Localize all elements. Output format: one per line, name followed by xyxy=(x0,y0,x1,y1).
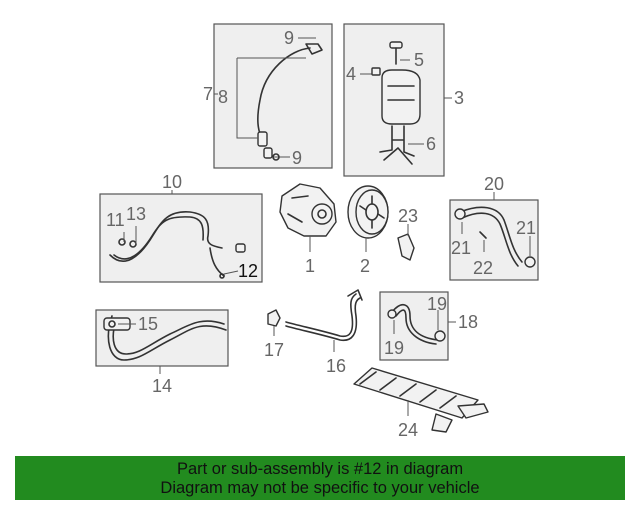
callout-3: 3 xyxy=(454,88,464,108)
callout-14: 14 xyxy=(152,376,172,396)
callout-19-bottom: 19 xyxy=(384,338,404,358)
group-box-reservoir-3 xyxy=(343,23,445,177)
banner-line-2: Diagram may not be specific to your vehi… xyxy=(160,479,480,497)
info-banner: Part or sub-assembly is #12 in diagram D… xyxy=(15,456,625,500)
callout-8: 8 xyxy=(218,87,228,107)
callout-17: 17 xyxy=(264,340,284,360)
callout-21-left: 21 xyxy=(451,238,471,258)
callout-10: 10 xyxy=(162,172,182,192)
callout-22: 22 xyxy=(473,258,493,278)
parts-diagram: 7 8 9 9 4 5 6 3 10 11 13 12 xyxy=(95,23,539,440)
callout-13: 13 xyxy=(126,204,146,224)
callout-11: 11 xyxy=(106,210,125,230)
group-box-line-10 xyxy=(99,193,263,283)
part-fitting-17 xyxy=(267,309,281,336)
callout-7: 7 xyxy=(203,84,213,104)
callout-18: 18 xyxy=(458,312,478,332)
group-box-hose-18 xyxy=(379,291,449,361)
part-tube-16 xyxy=(285,289,363,352)
callout-19-top: 19 xyxy=(427,294,447,314)
callout-21-right: 21 xyxy=(516,218,536,238)
callout-23: 23 xyxy=(398,206,418,226)
callout-5: 5 xyxy=(414,50,424,70)
part-pump-1 xyxy=(279,183,337,252)
group-box-hose-7 xyxy=(213,23,333,169)
callout-12: 12 xyxy=(238,261,258,281)
callout-20: 20 xyxy=(484,174,504,194)
callout-1: 1 xyxy=(305,256,315,276)
callout-4: 4 xyxy=(346,64,356,84)
part-pulley-2 xyxy=(347,185,389,252)
callout-2: 2 xyxy=(360,256,370,276)
part-cooler-24 xyxy=(353,367,489,433)
callout-24: 24 xyxy=(398,420,418,440)
group-box-line-14 xyxy=(95,309,229,374)
group-box-hose-20 xyxy=(449,199,539,281)
callout-6: 6 xyxy=(426,134,436,154)
callout-16: 16 xyxy=(326,356,346,376)
callout-15: 15 xyxy=(138,314,158,334)
callout-9-top: 9 xyxy=(284,28,294,48)
part-bracket-23 xyxy=(397,224,415,261)
banner-line-1: Part or sub-assembly is #12 in diagram xyxy=(176,460,464,478)
callout-9-bottom: 9 xyxy=(292,148,302,168)
